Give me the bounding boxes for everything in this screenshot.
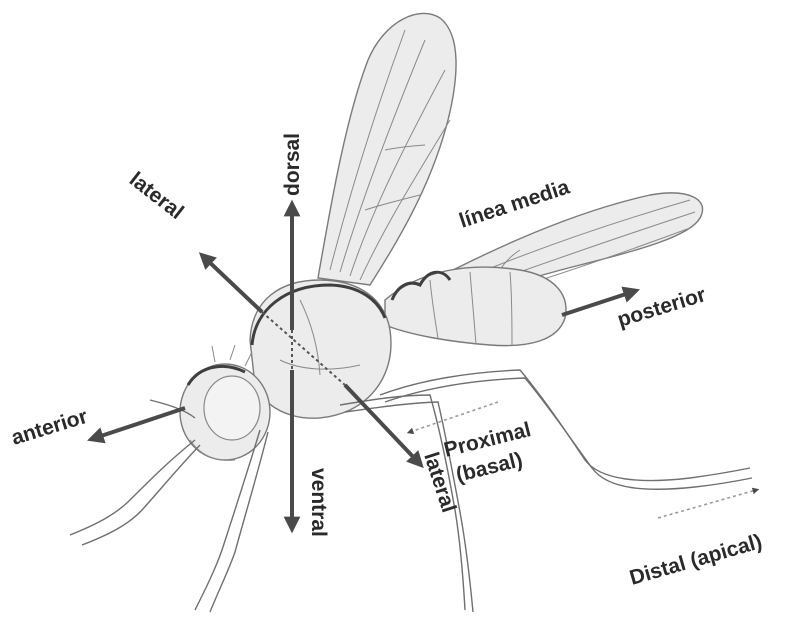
label-posterior: posterior <box>615 283 709 332</box>
proximal-arrow <box>410 402 498 432</box>
lateral-top-arrow <box>205 258 262 312</box>
label-ventral: ventral <box>307 468 330 537</box>
thorax <box>250 280 391 418</box>
label-lateral-top: lateral <box>125 168 188 224</box>
upper-wing <box>318 13 456 285</box>
label-anterior: anterior <box>9 405 90 450</box>
abdomen <box>385 267 566 346</box>
anterior-arrow <box>95 408 185 438</box>
axis-arrows <box>95 208 756 525</box>
label-distal: Distal (apical) <box>627 530 765 590</box>
distal-arrow <box>658 490 756 518</box>
label-dorsal: dorsal <box>281 133 304 196</box>
